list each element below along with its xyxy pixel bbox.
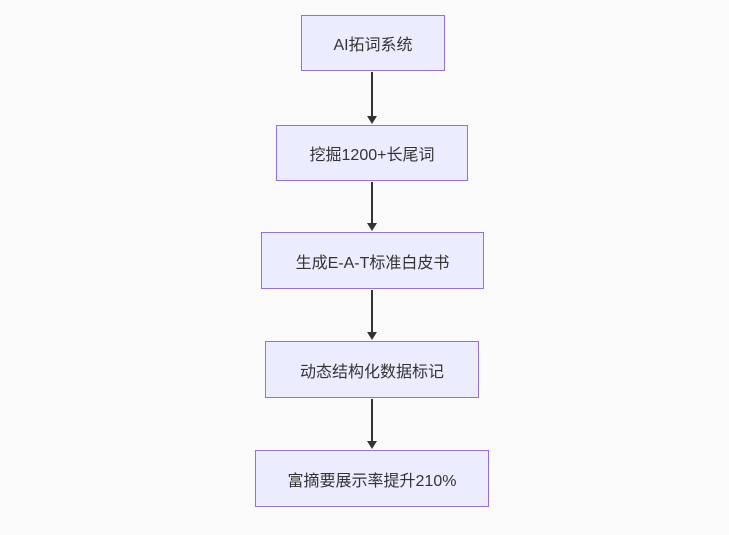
flowchart-node-rich-snippet-rate: 富摘要展示率提升210% bbox=[255, 450, 489, 507]
flowchart-node-ai-word-expansion: AI拓词系统 bbox=[301, 15, 445, 71]
flowchart-arrow-3 bbox=[367, 290, 377, 340]
node-label: 生成E-A-T标准白皮书 bbox=[295, 254, 450, 272]
arrow-line bbox=[371, 72, 373, 116]
arrowhead-icon bbox=[367, 332, 377, 340]
node-label: 挖掘1200+长尾词 bbox=[309, 147, 435, 164]
arrow-line bbox=[371, 182, 373, 223]
arrow-line bbox=[371, 399, 373, 441]
arrowhead-icon bbox=[367, 441, 377, 449]
flowchart-node-eat-whitepaper: 生成E-A-T标准白皮书 bbox=[261, 232, 484, 289]
node-label: 动态结构化数据标记 bbox=[299, 363, 444, 381]
flowchart-arrow-1 bbox=[367, 72, 377, 124]
flowchart-node-longtail-mining: 挖掘1200+长尾词 bbox=[276, 125, 468, 181]
flowchart-arrow-4 bbox=[367, 399, 377, 449]
flowchart-arrow-2 bbox=[367, 182, 377, 231]
arrow-line bbox=[371, 290, 373, 332]
node-label: AI拓词系统 bbox=[333, 37, 413, 54]
arrowhead-icon bbox=[367, 223, 377, 231]
flowchart-node-structured-data-markup: 动态结构化数据标记 bbox=[265, 341, 479, 398]
node-label: 富摘要展示率提升210% bbox=[287, 472, 457, 490]
arrowhead-icon bbox=[367, 116, 377, 124]
